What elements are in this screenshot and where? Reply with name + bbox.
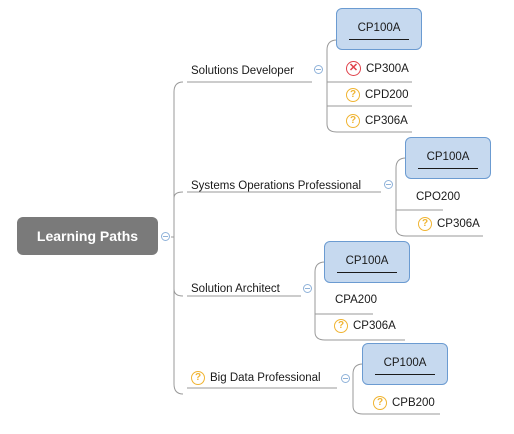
branch-label: Solution Architect [191, 283, 280, 295]
node-label: CPB200 [392, 397, 435, 409]
node-label: CP306A [365, 115, 408, 127]
node-label: CPD200 [365, 89, 409, 101]
collapse-icon[interactable] [341, 374, 350, 383]
node-label: CP100A [426, 151, 470, 163]
question-icon: ? [346, 114, 360, 128]
branch-label: Systems Operations Professional [191, 180, 362, 192]
collapse-icon[interactable] [384, 180, 393, 189]
node-cpd200[interactable]: ? CPD200 [346, 88, 408, 102]
branch-systems-operations-professional[interactable]: Systems Operations Professional [191, 179, 361, 193]
node-label: CPO200 [416, 191, 461, 203]
x-circle-icon: ✕ [346, 61, 361, 76]
node-label: CP100A [383, 357, 427, 369]
branch-solutions-developer[interactable]: Solutions Developer [191, 64, 294, 78]
branch-solution-architect[interactable]: Solution Architect [191, 282, 280, 296]
node-cp306a[interactable]: ? CP306A [418, 217, 480, 231]
node-cpo200[interactable]: CPO200 [416, 190, 460, 204]
question-icon: ? [346, 88, 360, 102]
node-cp100a[interactable]: CP100A [336, 8, 422, 50]
node-cp100a[interactable]: CP100A [324, 241, 410, 283]
node-cp306a[interactable]: ? CP306A [346, 114, 408, 128]
node-cp100a[interactable]: CP100A [405, 137, 491, 179]
root-collapse-icon[interactable] [161, 232, 170, 241]
branch-label: Solutions Developer [191, 65, 294, 77]
node-label: CPA200 [335, 294, 377, 306]
node-cp306a[interactable]: ? CP306A [334, 319, 396, 333]
branch-big-data-professional[interactable]: ? Big Data Professional [191, 371, 321, 385]
node-cpb200[interactable]: ? CPB200 [373, 396, 435, 410]
collapse-icon[interactable] [314, 65, 323, 74]
node-label: CP100A [345, 255, 389, 267]
question-icon: ? [334, 319, 348, 333]
branch-label: Big Data Professional [210, 372, 321, 384]
node-label: CP306A [353, 320, 396, 332]
collapse-icon[interactable] [303, 284, 312, 293]
root-label: Learning Paths [36, 228, 139, 244]
node-cp300a[interactable]: ✕ CP300A [346, 61, 409, 76]
question-icon: ? [191, 371, 205, 385]
node-label: CP306A [437, 218, 480, 230]
question-icon: ? [418, 217, 432, 231]
question-icon: ? [373, 396, 387, 410]
node-cp100a[interactable]: CP100A [362, 343, 448, 385]
root-node[interactable]: Learning Paths [17, 217, 158, 255]
node-cpa200[interactable]: CPA200 [335, 293, 377, 307]
node-label: CP300A [366, 62, 409, 75]
node-label: CP100A [357, 22, 401, 34]
